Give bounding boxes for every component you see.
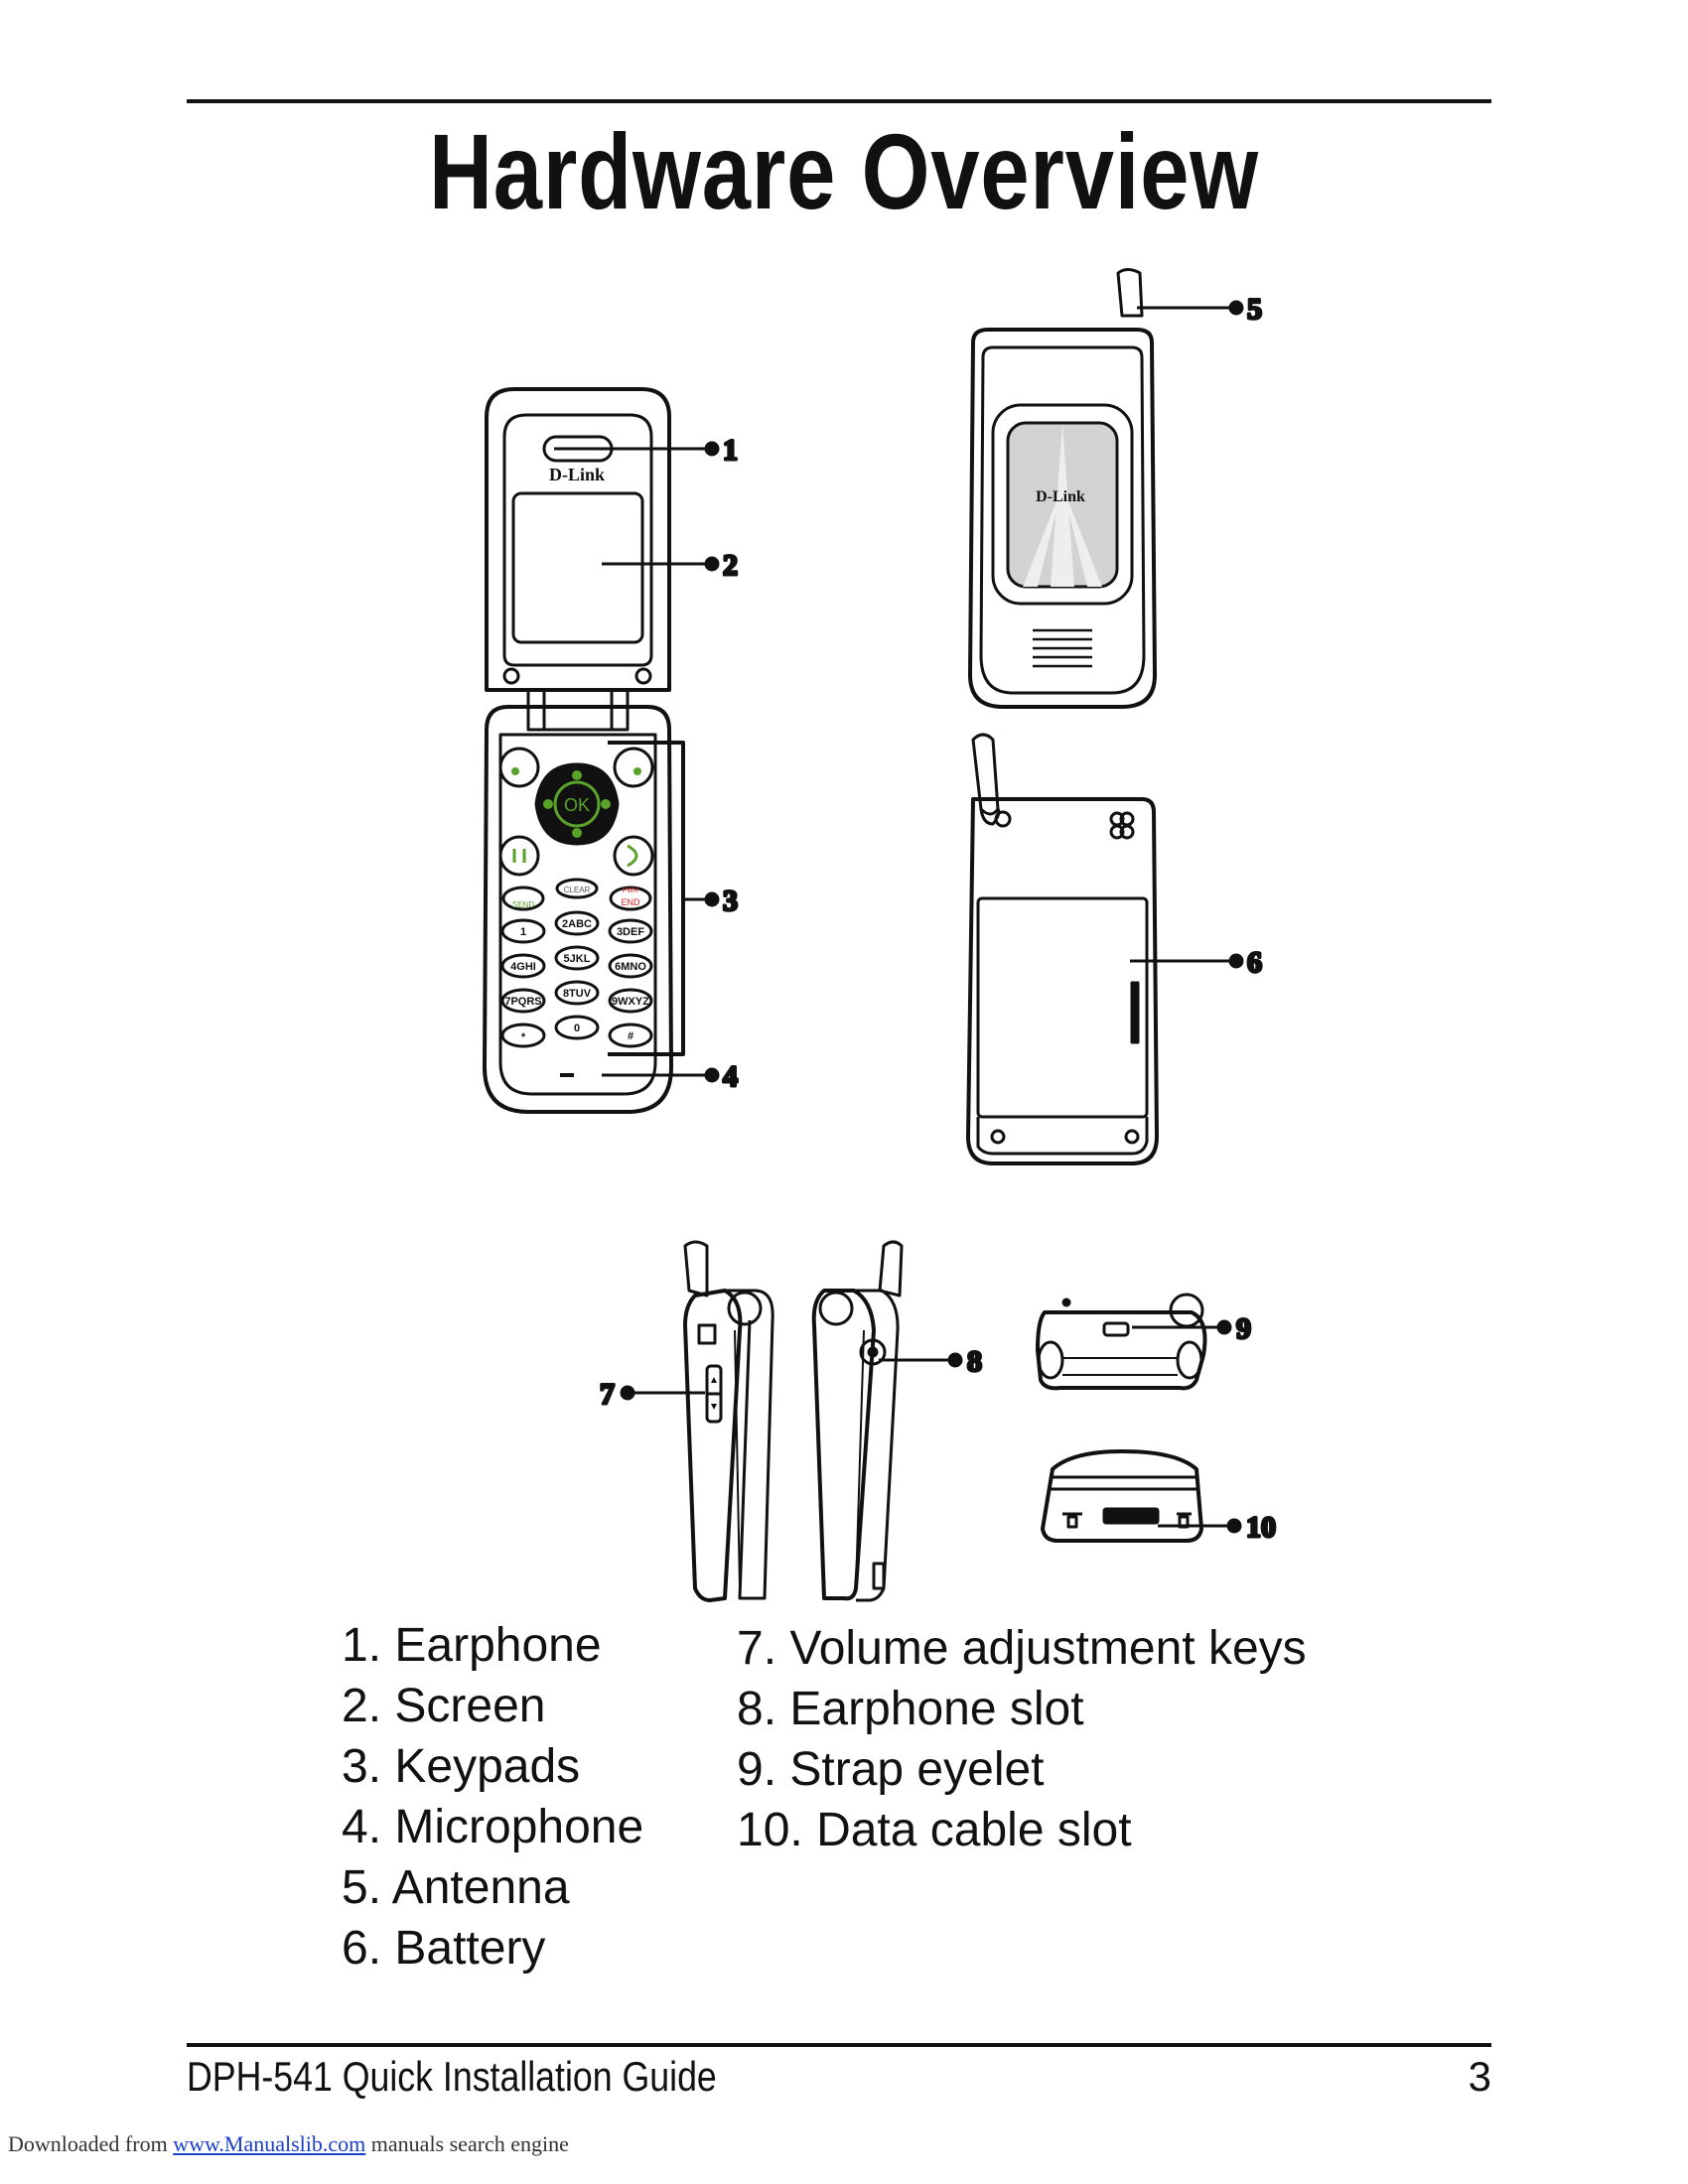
svg-text:CLEAR: CLEAR [564, 886, 591, 894]
svg-text:SEND: SEND [512, 900, 534, 909]
footer-title: DPH-541 Quick Installation Guide [187, 2053, 717, 2100]
callout-9: 9 [1236, 1312, 1251, 1345]
callout-3: 3 [723, 885, 738, 917]
callout-10: 10 [1246, 1511, 1276, 1544]
top-rule [187, 99, 1491, 103]
key-7: 7PQRS [504, 996, 541, 1008]
callout-8: 8 [967, 1345, 982, 1378]
key-2: 2ABC [562, 918, 592, 930]
screen [511, 491, 644, 644]
front-logo: D-Link [549, 465, 605, 484]
manualslib-link[interactable]: www.Manualslib.com [173, 2131, 366, 2156]
legend-item: 2. Screen [342, 1680, 546, 1732]
key-hash: # [628, 1030, 633, 1042]
key-5: 5JKL [564, 953, 591, 965]
callout-5: 5 [1247, 293, 1262, 326]
bottom-rule [187, 2043, 1491, 2047]
key-4: 4GHI [510, 961, 536, 973]
key-9: 9WXYZ [612, 996, 649, 1008]
key-1: 1 [520, 926, 526, 938]
legend-right: 7. Volume adjustment keys 8. Earphone sl… [737, 1618, 1307, 1860]
download-note: Downloaded from www.Manualslib.com manua… [8, 2131, 569, 2157]
page-number: 3 [1468, 2053, 1491, 2100]
legend-item: 9. Strap eyelet [737, 1743, 1045, 1796]
callout-7: 7 [600, 1378, 615, 1411]
battery-cover [976, 896, 1149, 1119]
legend-item: 4. Microphone [342, 1801, 644, 1853]
key-8: 8TUV [563, 988, 592, 1000]
svg-text:END: END [621, 897, 640, 907]
hardware-figure: D-Link OK SEND CLEAR PWR END 1 [483, 268, 1278, 1602]
legend-item: 1. Earphone [342, 1619, 602, 1672]
side-view-right-illustration [811, 1240, 904, 1602]
legend-item: 6. Battery [342, 1922, 546, 1975]
speaker-grille [1033, 628, 1092, 668]
legend-item: 7. Volume adjustment keys [737, 1622, 1307, 1675]
legend-left: 1. Earphone 2. Screen 3. Keypads 4. Micr… [342, 1615, 643, 1979]
back-logo: D-Link [1036, 488, 1085, 505]
earphone-slot [859, 1338, 887, 1366]
digit-keys: 1 2ABC 3DEF 4GHI 5JKL 6MNO 7PQRS 8TUV 9W… [500, 910, 653, 1048]
phone-back-illustration [966, 733, 1159, 1165]
open-phone-illustration: D-Link OK SEND CLEAR PWR END 1 [483, 387, 673, 1114]
key-star: * [521, 1031, 526, 1043]
legend-item: 10. Data cable slot [737, 1804, 1132, 1856]
bottom-view-illustration [1041, 1449, 1203, 1543]
ok-key: OK [564, 795, 590, 815]
data-cable-slot [1102, 1507, 1160, 1525]
key-3: 3DEF [617, 926, 644, 938]
key-0: 0 [574, 1023, 580, 1034]
callout-6: 6 [1247, 946, 1262, 979]
side-view-left-illustration [683, 1240, 774, 1602]
callout-4: 4 [723, 1060, 738, 1093]
closed-phone-illustration: D-Link [968, 268, 1157, 709]
download-suffix: manuals search engine [365, 2131, 569, 2156]
callout-2: 2 [723, 549, 738, 582]
download-prefix: Downloaded from [8, 2131, 174, 2156]
callout-1: 1 [723, 434, 738, 467]
svg-text:PWR: PWR [623, 887, 638, 894]
legend-item: 8. Earphone slot [737, 1683, 1084, 1735]
strap-eyelet [1102, 1321, 1130, 1337]
legend-item: 3. Keypads [342, 1740, 581, 1793]
key-6: 6MNO [615, 961, 646, 973]
page-title: Hardware Overview [428, 111, 1260, 231]
legend-item: 5. Antenna [342, 1861, 570, 1914]
top-view-illustration [1036, 1293, 1207, 1391]
